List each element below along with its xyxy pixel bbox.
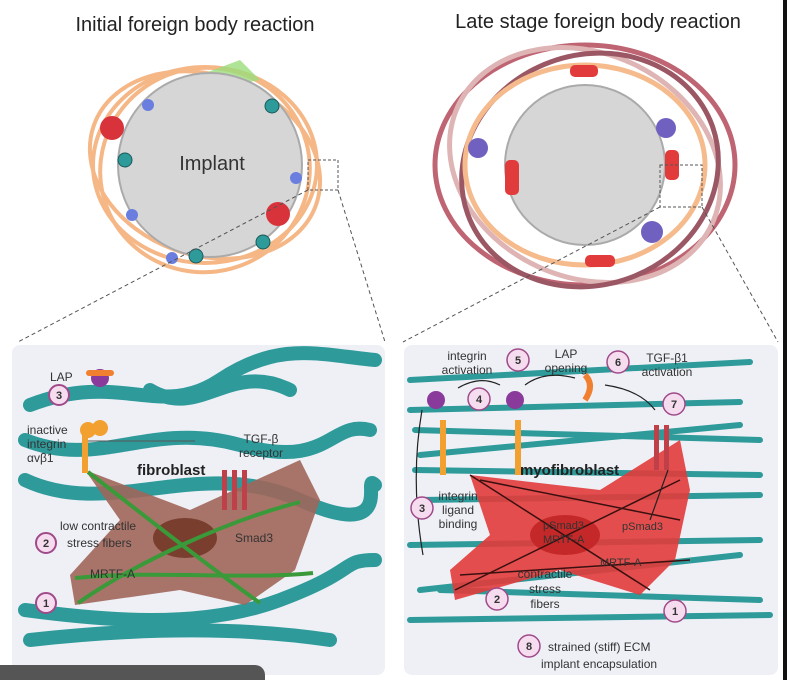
- svg-text:8: 8: [526, 641, 532, 653]
- label-psmad3-nucleus: pSmad3: [543, 520, 584, 532]
- label-tgf-receptor-2: receptor: [239, 446, 283, 460]
- label-ligand-binding-3: binding: [439, 517, 478, 531]
- implant-sphere: [117, 72, 303, 258]
- lap-complex-icons: [427, 391, 524, 409]
- step-8-right: 8: [517, 634, 541, 658]
- step-5-right: 5: [506, 348, 530, 372]
- implant-label: Implant: [179, 153, 245, 175]
- svg-text:3: 3: [419, 503, 425, 515]
- zoom-lines: [17, 189, 779, 343]
- label-stress-fibers: stress fibers: [67, 536, 132, 550]
- label-psmad3: pSmad3: [622, 521, 663, 533]
- late-implant-illustration: [432, 42, 738, 290]
- step-3-right: 3: [410, 496, 434, 520]
- label-inactive-integrin: inactive: [27, 423, 68, 437]
- label-inactive-integrin-3: αvβ1: [27, 451, 54, 465]
- panel-myofibroblast: integrin activation LAP opening TGF-β1 a…: [404, 345, 778, 675]
- initial-implant-illustration: Implant: [87, 60, 339, 275]
- macrophage-icons: [100, 116, 290, 226]
- immune-cell-icons: [468, 118, 676, 243]
- step-6-right: 6: [606, 350, 630, 374]
- label-integrin-activation: integrin: [447, 349, 486, 363]
- tgf-beta1-icon: [582, 372, 593, 402]
- label-fibroblast: fibroblast: [137, 462, 205, 479]
- label-smad3: Smad3: [235, 531, 273, 545]
- label-inactive-integrin-2: integrin: [27, 437, 66, 451]
- title-initial: Initial foreign body reaction: [75, 14, 314, 36]
- step-7-right: 7: [662, 392, 686, 416]
- label-integrin-activation-2: activation: [442, 363, 493, 377]
- label-lap: LAP: [50, 370, 73, 384]
- label-stress: stress: [529, 582, 561, 596]
- svg-text:2: 2: [43, 538, 49, 550]
- step-4-right: 4: [467, 387, 491, 411]
- label-lap-opening: LAP: [555, 347, 578, 361]
- label-ligand-binding-2: ligand: [442, 503, 474, 517]
- title-late: Late stage foreign body reaction: [455, 11, 741, 33]
- label-tgf-activation: TGF-β1: [646, 351, 688, 365]
- step-1: 1: [35, 592, 57, 614]
- svg-text:7: 7: [671, 399, 677, 411]
- panel-fibroblast: LAP inactive integrin αvβ1 TGF-β recepto…: [12, 345, 385, 675]
- svg-text:4: 4: [476, 394, 483, 406]
- collagen-fibers: [18, 346, 382, 647]
- label-mrtf-a-nucleus: MRTF-A: [543, 534, 585, 546]
- protein-icons: [126, 99, 302, 264]
- active-integrins-icon: [440, 420, 521, 475]
- bottom-overlay-bar: [0, 665, 265, 680]
- tgf-receptor-myo-icon: [654, 425, 669, 470]
- step-1-right: 1: [663, 599, 687, 623]
- svg-text:3: 3: [56, 390, 62, 402]
- label-strained-ecm: strained (stiff) ECM: [548, 640, 650, 654]
- svg-text:2: 2: [494, 594, 500, 606]
- svg-text:5: 5: [515, 355, 521, 367]
- implant-sphere-late: [504, 84, 666, 246]
- label-low-contractile: low contractile: [60, 519, 136, 533]
- lap-icon: [86, 369, 114, 387]
- nucleus: [153, 518, 217, 558]
- label-lap-opening-2: opening: [545, 361, 588, 375]
- tgf-beta-receptor-icon: [222, 470, 247, 510]
- svg-text:1: 1: [672, 606, 678, 618]
- label-myofibroblast: myofibroblast: [520, 462, 619, 479]
- label-fibers: fibers: [530, 597, 559, 611]
- step-2: 2: [35, 532, 57, 554]
- label-mrtf-a: MRTF-A: [600, 557, 642, 569]
- svg-text:1: 1: [43, 598, 49, 610]
- cell-dots: [117, 98, 280, 264]
- label-ligand-binding: integrin: [438, 489, 477, 503]
- label-tgf-activation-2: activation: [642, 365, 693, 379]
- label-mrtf-a: MRTF-A: [90, 567, 135, 581]
- contractile-fibers: [454, 474, 691, 591]
- process-arrows: [415, 374, 669, 556]
- label-contractile: contractile: [518, 567, 573, 581]
- svg-text:6: 6: [615, 357, 621, 369]
- stress-fibers: [74, 470, 314, 605]
- label-tgf-receptor: TGF-β: [244, 432, 279, 446]
- inactive-integrin-icon: [80, 420, 108, 473]
- right-edge-strip: [783, 0, 787, 680]
- step-3: 3: [48, 384, 70, 406]
- step-2-right: 2: [485, 587, 509, 611]
- label-implant-encapsulation: implant encapsulation: [541, 657, 657, 671]
